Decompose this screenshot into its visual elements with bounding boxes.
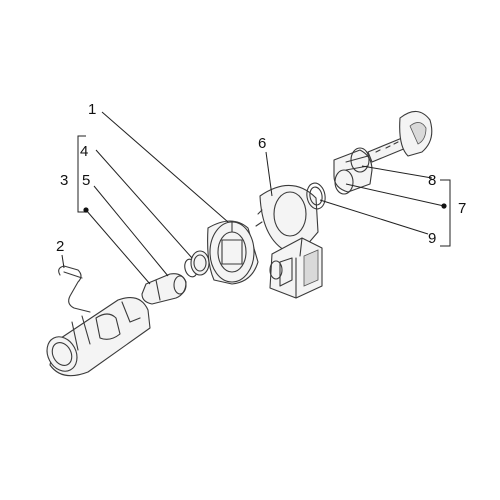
- o-ring: [306, 182, 326, 210]
- callout-dot-3: [83, 207, 89, 213]
- leader-9: [319, 199, 429, 235]
- bracket-3: [77, 135, 86, 213]
- leader-4: [95, 149, 193, 259]
- lock-cylinder: [333, 147, 373, 195]
- callout-4: 4: [80, 143, 88, 160]
- callout-3: 3: [60, 172, 68, 189]
- callout-6: 6: [258, 135, 266, 152]
- mounting-bracket: [255, 184, 323, 299]
- leader-7-dot: [345, 183, 445, 207]
- flanged-bushing: [190, 220, 259, 285]
- leader-5: [93, 185, 169, 277]
- leader-lines: [61, 111, 451, 285]
- leader-8: [361, 165, 433, 179]
- callout-1: 1: [88, 101, 96, 118]
- spring-clip: [58, 265, 91, 313]
- leader-1: [101, 111, 229, 223]
- locking-pin: [141, 273, 187, 305]
- tubular-housing: [46, 297, 151, 377]
- ignition-key: [367, 110, 433, 163]
- leader-2: [61, 254, 65, 269]
- callout-dot-7: [441, 203, 447, 209]
- bracket-7: [440, 179, 451, 247]
- callout-9: 9: [428, 230, 436, 247]
- leader-3-dot: [85, 209, 151, 285]
- callout-8: 8: [428, 172, 436, 189]
- callout-2: 2: [56, 238, 64, 255]
- callout-5: 5: [82, 172, 90, 189]
- leader-6: [265, 151, 273, 197]
- callout-7: 7: [458, 200, 466, 217]
